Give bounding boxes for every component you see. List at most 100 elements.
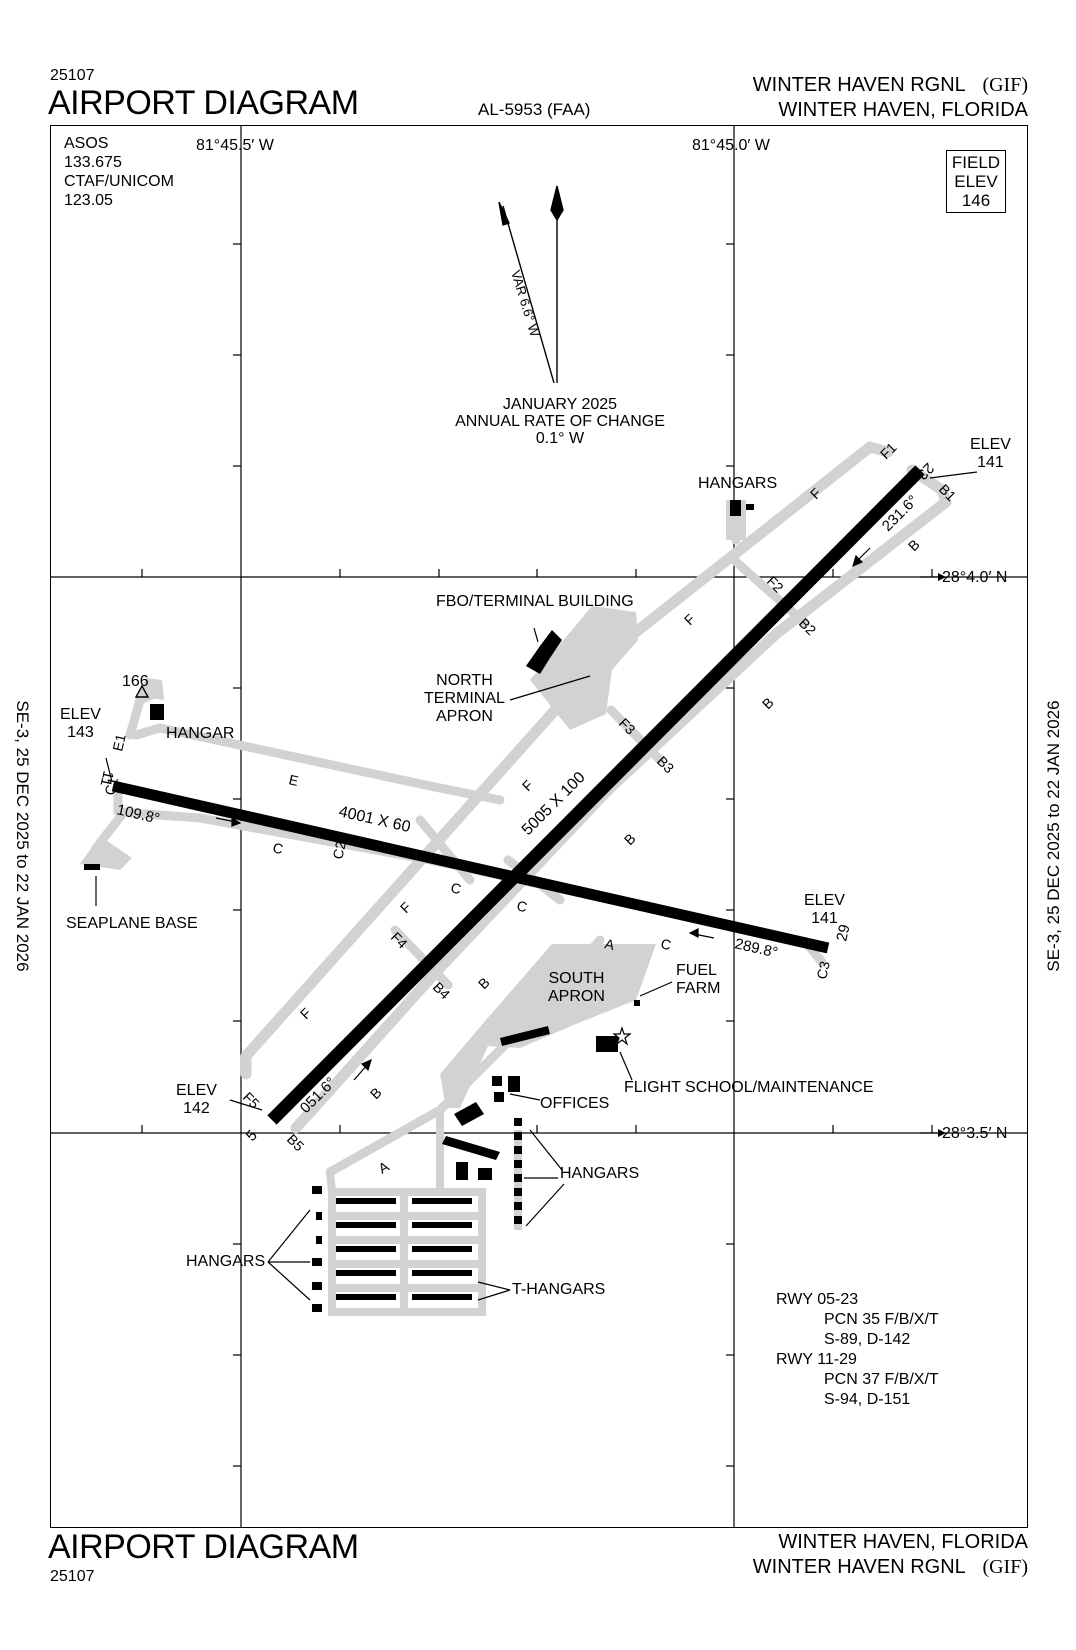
fuel-farm	[634, 1000, 640, 1006]
runways	[111, 465, 925, 1125]
hangars-sw-label: HANGARS	[186, 1253, 266, 1270]
pcn-rwy2-weight: S-94, D-151	[824, 1391, 911, 1408]
true-north-arrowhead	[550, 185, 564, 222]
pcn-rwy2: RWY 11-29	[776, 1351, 857, 1368]
elev-23: ELEV 141	[970, 436, 1011, 472]
twy-c-w: C	[271, 839, 284, 857]
pcn-rwy1-value: PCN 35 F/B/X/T	[824, 1311, 939, 1328]
pcn-rwy1: RWY 05-23	[776, 1291, 859, 1308]
seaplane-label: SEAPLANE BASE	[66, 915, 198, 932]
north-terminal-apron-label: NORTH TERMINAL APRON	[424, 672, 505, 726]
hangar-s2	[478, 1168, 492, 1180]
nta-line2: TERMINAL	[424, 690, 505, 707]
south-bldg-1	[500, 1026, 550, 1046]
hdg-109: 109.8°	[115, 801, 161, 827]
airport-name-top: WINTER HAVEN RGNL (GIF)	[753, 74, 1028, 96]
north-terminal-apron	[530, 606, 638, 730]
twy-f-c: F	[519, 777, 536, 794]
elev-5-label: ELEV	[176, 1082, 217, 1099]
twy-f5: F5	[240, 1089, 263, 1112]
hangar-s1	[456, 1162, 468, 1180]
fuel-line2: FARM	[676, 980, 721, 997]
buildings	[84, 500, 754, 1312]
offices-2	[508, 1076, 520, 1092]
rwy-end-5: 5	[243, 1127, 261, 1145]
runway-05-23	[267, 465, 925, 1125]
twy-c3: C3	[813, 959, 833, 980]
airport-id-bottom: (GIF)	[982, 1556, 1028, 1578]
flight-school-building	[596, 1036, 618, 1052]
twy-b-c: B	[621, 830, 639, 848]
north-arrows	[498, 185, 564, 384]
city-state-bottom: WINTER HAVEN, FLORIDA	[778, 1531, 1028, 1553]
hangar-w-label: HANGAR	[166, 725, 235, 742]
var-label: VAR 6.6° W	[508, 268, 543, 339]
sa-line2: APRON	[548, 988, 605, 1005]
direction-arrows	[215, 547, 871, 1081]
magvar-rate: 0.1° W	[535, 430, 585, 447]
offices-label: OFFICES	[540, 1095, 610, 1112]
magvar-rate-label: ANNUAL RATE OF CHANGE	[455, 413, 665, 430]
rwy-end-11: 11	[97, 769, 117, 788]
obstacle-elev: 166	[122, 673, 149, 690]
leader-lines	[95, 471, 978, 1301]
twy-e: E	[287, 771, 300, 789]
taxiway-e	[131, 723, 505, 805]
field-elev-line1: FIELD	[951, 153, 1001, 172]
south-bldg-3	[442, 1136, 500, 1160]
obstacle-166	[134, 684, 150, 698]
west-hangar-apron	[138, 678, 164, 700]
latitude-north-label: 28°4.0′ N	[942, 569, 1008, 586]
field-elev-line2: ELEV	[954, 172, 998, 191]
elev-5: ELEV 142	[176, 1082, 217, 1118]
airport-name-text-bottom: WINTER HAVEN RGNL	[752, 1556, 966, 1578]
elev-23-value: 141	[977, 454, 1004, 471]
airport-id: (GIF)	[982, 74, 1028, 96]
hangars-ne-label: HANGARS	[698, 475, 778, 492]
page-title-top: AIRPORT DIAGRAM	[48, 84, 359, 122]
rwy-end-29: 29	[833, 923, 853, 943]
twy-c-e: C	[659, 935, 672, 953]
twy-b-s: B	[367, 1084, 385, 1102]
elev-23-label: ELEV	[970, 436, 1011, 453]
twy-c-m1: C	[449, 879, 462, 897]
seaplane-building	[84, 864, 100, 870]
airport-name-text: WINTER HAVEN RGNL	[752, 74, 966, 96]
west-hangar	[150, 704, 164, 720]
t-hangar-taxilanes	[326, 1110, 522, 1316]
twy-f-n: F	[681, 611, 698, 628]
twy-c2: C2	[329, 839, 349, 860]
procedure-number-bottom: 25107	[50, 1568, 95, 1585]
fuel-farm-label: FUEL FARM	[676, 962, 720, 998]
fuel-line1: FUEL	[676, 962, 717, 979]
twy-f-w: F	[397, 899, 414, 916]
sa-line1: SOUTH	[548, 970, 605, 987]
elev-11: ELEV 143	[60, 706, 101, 742]
runway-11-29	[111, 780, 830, 954]
longitude-west: 81°45.5′ W	[196, 137, 274, 154]
airport-name-bottom: WINTER HAVEN RGNL (GIF)	[753, 1556, 1028, 1578]
twy-e1: E1	[109, 732, 128, 752]
magvar-date: JANUARY 2025	[502, 396, 618, 413]
flight-school-label: FLIGHT SCHOOL/MAINTENANCE	[624, 1079, 874, 1096]
elev-29: ELEV 141	[804, 892, 845, 928]
ctaf-label: CTAF/UNICOM	[64, 173, 174, 190]
diagram-frame	[50, 125, 1028, 1528]
beacon-icon	[612, 1026, 632, 1046]
ne-hangar	[730, 500, 741, 516]
ctaf-freq: 123.05	[64, 192, 113, 209]
fbo-building	[526, 630, 562, 674]
fbo-label: FBO/TERMINAL BUILDING	[436, 593, 634, 610]
magnetic-north-arrowhead	[498, 201, 510, 226]
magvar-block: JANUARY 2025 ANNUAL RATE OF CHANGE 0.1° …	[440, 396, 680, 447]
twy-f1: F1	[877, 439, 900, 462]
offices-1	[492, 1076, 502, 1086]
seaplane-apron	[80, 836, 132, 870]
twy-b-sw: B	[475, 974, 493, 992]
twy-c1: C1	[101, 775, 121, 796]
twy-f-sw: F	[297, 1005, 314, 1022]
comms-block: ASOS 133.675 CTAF/UNICOM 123.05	[64, 134, 174, 210]
asos-freq: 133.675	[64, 154, 122, 171]
elev-29-value: 141	[811, 910, 838, 927]
